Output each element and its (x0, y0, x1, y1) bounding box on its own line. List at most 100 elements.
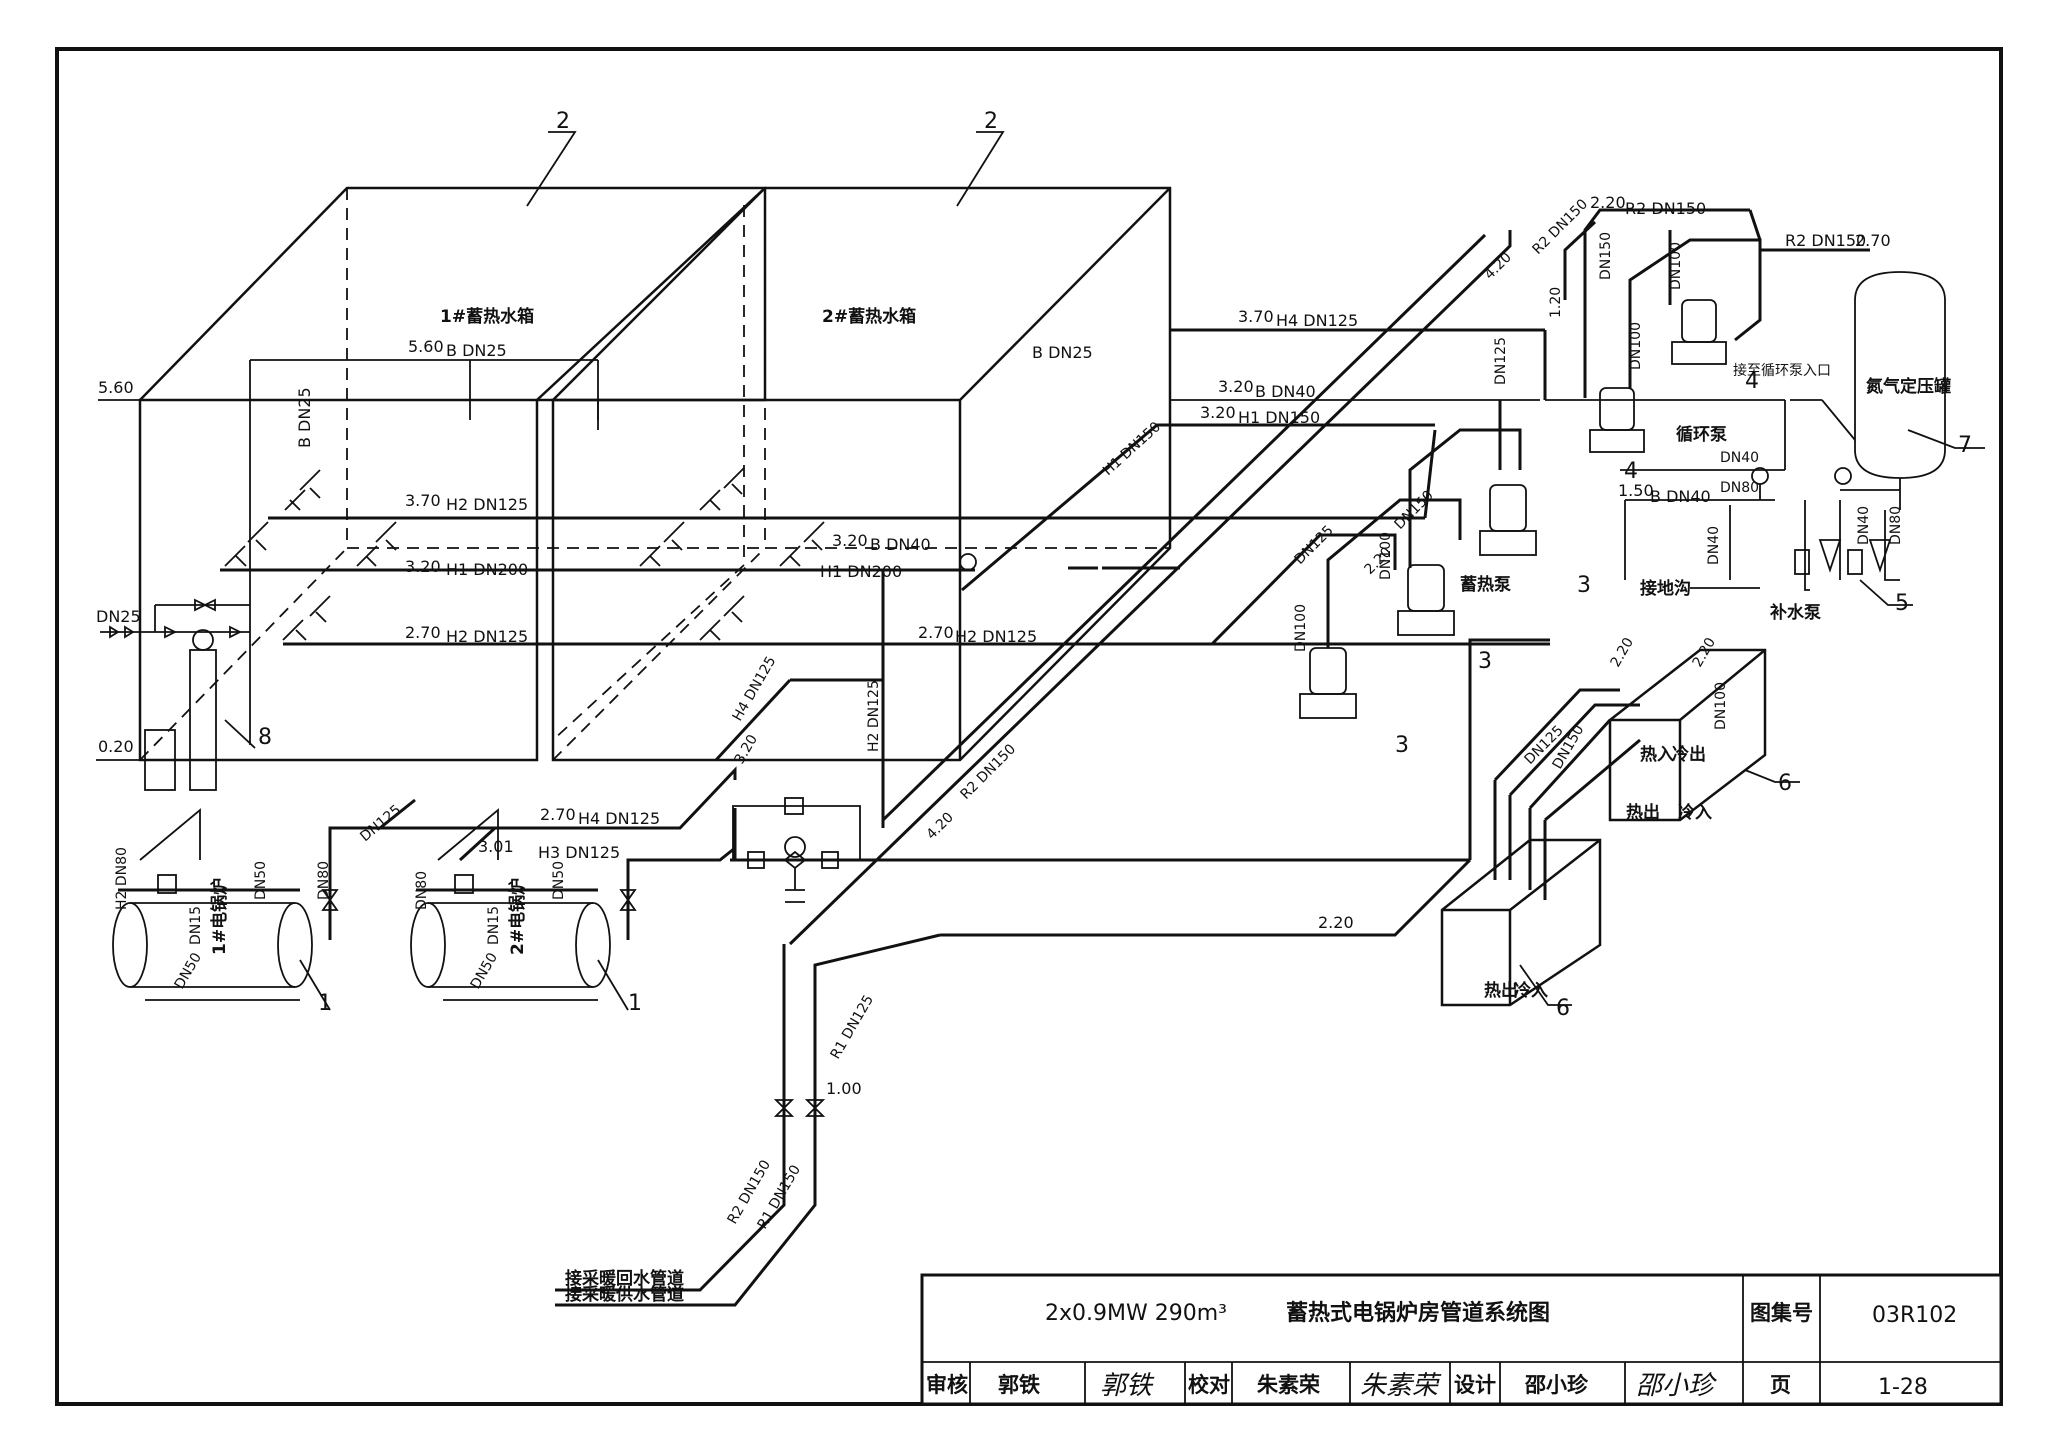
label-b-dn40-tank: B DN40 (870, 535, 931, 554)
label-dn100-c: DN100 (1293, 604, 1309, 652)
tank-valves (224, 467, 977, 641)
design-label: 设计 (1454, 1373, 1496, 1397)
label-b-dn40-150: B DN40 (1650, 487, 1711, 506)
tank-risers (714, 570, 885, 828)
tank2-label: 2#蓄热水箱 (822, 306, 916, 327)
label-h3-dn125: H3 DN125 (538, 843, 620, 862)
checker-name: 朱素荣 (1257, 1373, 1321, 1397)
label-dn40-a: DN40 (1720, 450, 1759, 466)
label-circ-pump: 循环泵 (1676, 424, 1727, 445)
label-h1-dn200-b: H1 DN200 (820, 562, 902, 581)
label-dn40-b: DN40 (1706, 526, 1722, 565)
boiler1-label: 1#电锅炉 (209, 878, 230, 955)
elev-320-d: 3.20 (1200, 403, 1236, 422)
title-spec: 2x0.9MW 290m³ (1045, 1301, 1227, 1326)
callout-6-b: 6 (1556, 996, 1570, 1021)
label-dn40-c: DN40 (1856, 506, 1872, 545)
pressure-tank (1690, 271, 1946, 591)
tank-headers (220, 429, 1550, 646)
heat-exchangers (1440, 648, 1767, 1007)
label-dn100-b: DN100 (1668, 242, 1684, 290)
label-dn50-d: DN50 (468, 950, 501, 992)
elev-220-c: 2.20 (1590, 193, 1626, 212)
atlas-number: 03R102 (1872, 1303, 1957, 1328)
label-dn125-b: DN125 (357, 802, 404, 845)
label-dn50-c: DN50 (172, 950, 205, 992)
boiler2-label: 2#电锅炉 (507, 878, 528, 955)
check-label: 校对 (1188, 1373, 1230, 1397)
storage-tanks (138, 186, 1172, 762)
callout-8: 8 (258, 725, 272, 750)
label-dn80-c: DN80 (1720, 480, 1759, 496)
elev-270-b: 2.70 (918, 623, 954, 642)
label-dn25-inlet: DN25 (96, 607, 141, 626)
label-h4-dn125-diag: H4 DN125 (730, 654, 780, 724)
heating-connections (555, 1095, 826, 1307)
elev-100: 1.00 (826, 1079, 862, 1098)
elev-220-b: 2.20 (1318, 913, 1354, 932)
elev-120: 1.20 (1548, 287, 1564, 318)
label-b-dn40-320: B DN40 (1255, 382, 1316, 401)
label-dn100-a: DN100 (1628, 322, 1644, 370)
elev-270-c: 2.70 (540, 805, 576, 824)
boilers (112, 808, 629, 1011)
label-dn150-a: DN150 (1598, 232, 1614, 280)
diagonal-mains (782, 230, 1550, 1095)
label-dn125-c: DN125 (1292, 523, 1337, 568)
reviewer-name: 郭铁 (998, 1373, 1040, 1397)
label-dn150-b: DN150 (1392, 488, 1437, 533)
label-h1-dn150-320: H1 DN150 (1238, 408, 1320, 427)
label-makeup-pump: 补水泵 (1769, 602, 1821, 623)
elev-270-d: 2.70 (1855, 231, 1891, 250)
elev-220-d: 2.20 (1608, 635, 1637, 670)
boiler2-callout: 1 (628, 991, 642, 1016)
label-hx-hot-in: 热入 (1640, 744, 1674, 765)
label-dn80-b: DN80 (414, 871, 430, 910)
drawing-border (55, 47, 2003, 1406)
designer-name: 邵小珍 (1524, 1373, 1589, 1397)
callout-6-a: 6 (1778, 771, 1792, 796)
elev-301: 3.01 (478, 837, 514, 856)
elev-560-left: 5.60 (98, 378, 134, 397)
elev-220-e: 2.20 (1690, 635, 1719, 670)
label-to-circ-inlet: 接至循环泵入口 (1733, 362, 1831, 379)
callout-3-a: 3 (1577, 573, 1591, 598)
label-r1-dn125: R1 DN125 (828, 992, 877, 1062)
elev-320-c: 3.20 (1218, 377, 1254, 396)
tank1-callout: 2 (556, 109, 570, 134)
label-h1-dn150-diag: H1 DN150 (1100, 419, 1164, 479)
label-dn100-d: DN100 (1378, 532, 1394, 580)
review-label: 审核 (926, 1373, 968, 1397)
label-hx-cold-in-b: 冷入 (1514, 980, 1548, 1001)
elev-320-b: 3.20 (832, 531, 868, 550)
elev-370-b: 3.70 (1238, 307, 1274, 326)
atlas-label: 图集号 (1750, 1301, 1813, 1325)
callout-3-b: 3 (1478, 649, 1492, 674)
tank1-label: 1#蓄热水箱 (440, 306, 534, 327)
reviewer-signature: 郭铁 (1100, 1371, 1155, 1401)
label-dn15-a: DN15 (188, 906, 204, 945)
label-b-dn25-top: B DN25 (446, 341, 507, 360)
label-dn100-hx: DN100 (1713, 682, 1729, 730)
label-h2-dn80: H2 DN80 (114, 847, 130, 910)
elev-370-a: 3.70 (405, 491, 441, 510)
left-header-lines (96, 359, 599, 761)
boiler-headers (321, 766, 1470, 940)
page-label: 页 (1770, 1373, 1791, 1397)
label-dn80-d: DN80 (1888, 506, 1904, 545)
upper-mains (1170, 328, 1547, 470)
callout-4-b: 4 (1624, 459, 1638, 484)
checker-signature: 朱素荣 (1360, 1371, 1442, 1401)
pump-group (1210, 208, 1870, 719)
elev-320-a: 3.20 (405, 557, 441, 576)
label-storage-pump: 蓄热泵 (1460, 574, 1511, 595)
callout-5: 5 (1895, 591, 1909, 616)
label-hx-hot-out-b: 热出 (1484, 980, 1518, 1001)
label-b-dn25-vert: B DN25 (295, 387, 314, 448)
callout-4-a: 4 (1745, 369, 1759, 394)
label-hx-cold-in-a: 冷入 (1678, 802, 1712, 823)
label-dn50-b: DN50 (551, 861, 567, 900)
label-r2-dn150-270: R2 DN150 (1785, 231, 1866, 250)
label-b-dn25-right: B DN25 (1032, 343, 1093, 362)
